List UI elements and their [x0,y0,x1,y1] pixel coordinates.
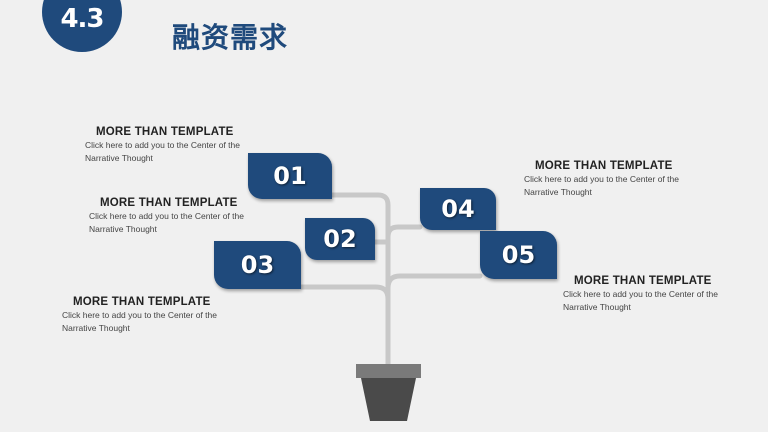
text-block-3: MORE THAN TEMPLATE Click here to add you… [62,296,217,334]
text-block-title: MORE THAN TEMPLATE [73,296,211,308]
step-number: 04 [441,195,475,223]
branch-05 [385,273,483,291]
text-block-4: MORE THAN TEMPLATE Click here to add you… [524,160,679,198]
section-number: 4.3 [60,4,104,34]
text-block-body-line2: Narrative Thought [62,323,130,333]
text-block-body-line1: Click here to add you to the Center of t… [524,174,679,184]
step-number: 02 [323,225,357,253]
tree-branches [298,192,483,369]
text-block-title: MORE THAN TEMPLATE [100,197,238,209]
text-block-1: MORE THAN TEMPLATE Click here to add you… [85,126,240,164]
text-block-5: MORE THAN TEMPLATE Click here to add you… [563,275,718,313]
text-block-body-line1: Click here to add you to the Center of t… [62,310,217,320]
step-box-02: 02 [305,218,375,260]
step-box-05: 05 [480,231,557,279]
pot-body [361,378,416,421]
text-block-body-line1: Click here to add you to the Center of t… [85,140,240,150]
text-block-title: MORE THAN TEMPLATE [96,126,234,138]
text-block-body-line1: Click here to add you to the Center of t… [89,211,244,221]
step-box-03: 03 [214,241,301,289]
branch-03 [298,284,391,302]
text-block-title: MORE THAN TEMPLATE [574,275,712,287]
step-number: 03 [240,251,275,279]
step-number: 05 [501,241,536,269]
text-block-2: MORE THAN TEMPLATE Click here to add you… [89,197,244,235]
text-block-body-line2: Narrative Thought [85,153,153,163]
branch-04 [385,224,423,240]
text-block-body-line2: Narrative Thought [563,302,631,312]
page-title: 融资需求 [172,21,289,54]
step-box-01: 01 [248,153,332,199]
text-block-body-line1: Click here to add you to the Center of t… [563,289,718,299]
step-number: 01 [273,162,307,190]
text-block-body-line2: Narrative Thought [89,224,157,234]
step-box-04: 04 [420,188,496,230]
text-block-body-line2: Narrative Thought [524,187,592,197]
pot-rim [356,364,421,378]
branch-01 [329,192,391,213]
text-block-title: MORE THAN TEMPLATE [535,160,673,172]
